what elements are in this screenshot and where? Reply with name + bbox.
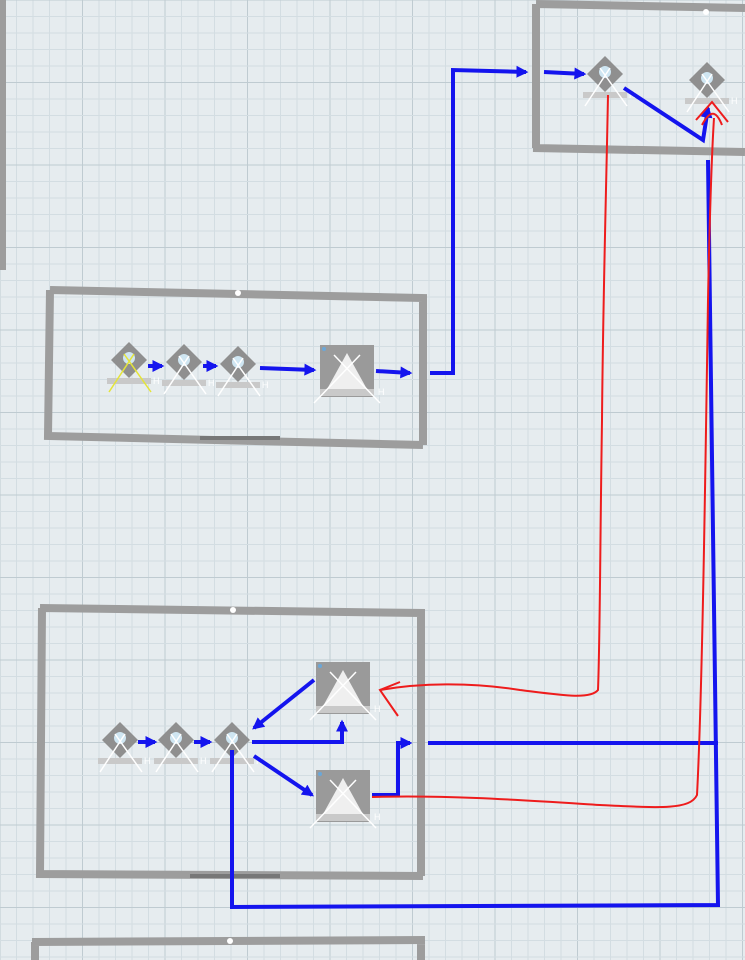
marker-h: H [378, 387, 385, 397]
annotation-line [371, 117, 715, 809]
funnel-node[interactable]: H [309, 770, 381, 829]
process-group-bottom-partial[interactable] [31, 936, 426, 960]
connection[interactable] [543, 67, 587, 80]
processor-icon [114, 732, 126, 744]
connection[interactable] [230, 159, 721, 910]
status-icon [318, 772, 322, 776]
hand-drawn-annotations [371, 94, 729, 809]
relationship-marker [163, 355, 207, 395]
processor-icon [232, 356, 244, 368]
process-group-middle[interactable] [43, 286, 427, 449]
marker-h: H [153, 376, 160, 386]
marker-h: H [262, 380, 269, 390]
connections[interactable] [138, 65, 721, 910]
process-group-top-right[interactable] [532, 0, 745, 156]
process-group-lower[interactable] [35, 604, 425, 880]
processor-icon [599, 66, 611, 78]
collapse-icon[interactable] [230, 607, 236, 613]
status-icon [322, 347, 326, 351]
processor-node[interactable]: H [107, 342, 160, 393]
annotation-line [379, 94, 609, 697]
connection[interactable] [372, 737, 413, 797]
marker-h: H [208, 378, 215, 388]
processor-node[interactable]: H [98, 722, 151, 773]
connection[interactable] [430, 65, 529, 375]
relationship-marker [99, 733, 143, 773]
relationship-marker [313, 354, 381, 404]
processor-label [685, 98, 729, 104]
canvas-edge [0, 0, 6, 270]
group-label [200, 436, 280, 440]
relationship-marker [686, 73, 730, 113]
processor-label [583, 92, 627, 98]
marker-h: H [200, 756, 207, 766]
connection[interactable] [252, 719, 348, 744]
group-label [190, 874, 280, 878]
processor-label [154, 758, 198, 764]
connection[interactable] [252, 678, 316, 730]
processor-icon [178, 354, 190, 366]
collapse-icon[interactable] [703, 9, 709, 15]
processor-label [98, 758, 142, 764]
node-label [316, 814, 370, 821]
processor-label [107, 378, 151, 384]
connection[interactable] [375, 366, 413, 379]
processor-icon [701, 72, 713, 84]
relationship-marker [211, 733, 255, 773]
connection[interactable] [252, 754, 314, 797]
connection[interactable] [259, 363, 317, 376]
processor-node[interactable]: H [162, 344, 215, 395]
collapse-icon[interactable] [227, 938, 233, 944]
marker-h: H [144, 756, 151, 766]
relationship-marker [309, 779, 377, 829]
status-icon [318, 664, 322, 668]
annotation-arrowhead [695, 100, 729, 126]
processor-node[interactable]: H [685, 62, 738, 113]
annotation-arrowhead [378, 681, 401, 717]
processor-node[interactable]: H [210, 722, 263, 773]
processor-label [162, 380, 206, 386]
processor-label [216, 382, 260, 388]
funnel-icon [322, 778, 364, 816]
relationship-marker [584, 67, 628, 107]
relationship-marker [108, 353, 152, 393]
funnel-icon [322, 670, 364, 708]
marker-h: H [374, 704, 381, 714]
node-label [316, 706, 370, 713]
relationship-marker [217, 357, 261, 397]
node-label [320, 389, 374, 396]
marker-h: H [374, 812, 381, 822]
relationship-marker [155, 733, 199, 773]
processor-node[interactable]: H [216, 346, 269, 397]
processor-icon [170, 732, 182, 744]
funnel-icon [326, 353, 368, 391]
processor-node[interactable]: H [154, 722, 207, 773]
processor-icon [123, 352, 135, 364]
processor-icon [226, 732, 238, 744]
relationship-marker [309, 671, 377, 721]
funnel-node[interactable]: H [313, 345, 385, 404]
funnel-node[interactable]: H [309, 662, 381, 721]
marker-h: H [731, 96, 738, 106]
collapse-icon[interactable] [235, 290, 241, 296]
